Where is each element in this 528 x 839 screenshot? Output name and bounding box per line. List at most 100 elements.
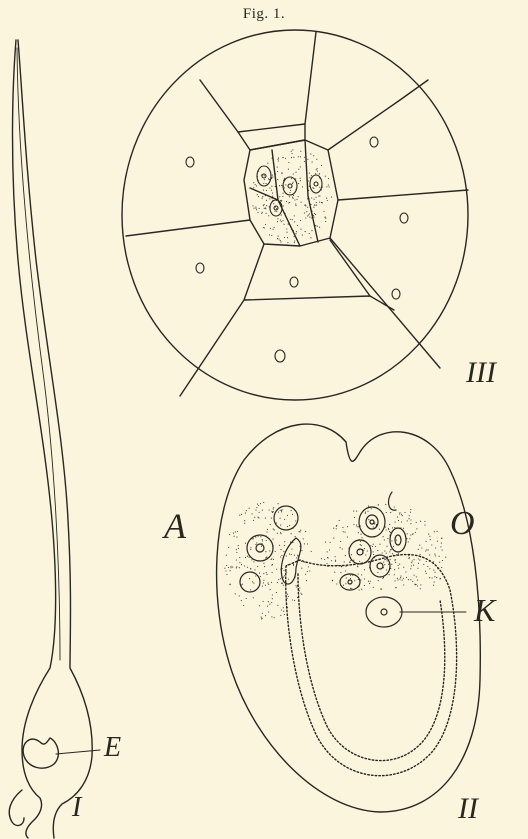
stipple-dot xyxy=(430,539,431,540)
stipple-dot xyxy=(420,554,421,555)
stipple-dot xyxy=(425,550,426,551)
stipple-dot xyxy=(357,526,358,527)
stipple-dot xyxy=(267,163,268,164)
stipple-dot xyxy=(401,521,402,522)
stipple-dot xyxy=(357,566,358,567)
stipple-dot xyxy=(365,512,366,513)
stipple-dot xyxy=(261,618,262,619)
stipple-dot xyxy=(319,202,320,203)
stipple-dot xyxy=(307,215,308,216)
stipple-dot xyxy=(292,514,293,515)
label-e: E xyxy=(104,732,121,764)
stipple-dot xyxy=(412,581,413,582)
stipple-dot xyxy=(387,560,388,561)
stipple-dot xyxy=(275,174,276,175)
stipple-dot xyxy=(364,548,365,549)
stipple-dot xyxy=(285,213,286,214)
stipple-dot xyxy=(241,584,242,585)
stipple-dot xyxy=(311,175,312,176)
stipple-dot xyxy=(256,507,257,508)
stipple-dot xyxy=(265,207,266,208)
stipple-dot xyxy=(322,202,323,203)
panel-1-drawing xyxy=(9,40,100,838)
stipple-dot xyxy=(247,556,248,557)
stipple-dot xyxy=(439,562,440,563)
stipple-dot xyxy=(312,187,313,188)
stipple-dot xyxy=(236,549,237,550)
stipple-dot xyxy=(351,588,352,589)
stipple-dot xyxy=(377,565,378,566)
stipple-dot xyxy=(429,555,430,556)
stipple-dot xyxy=(283,205,284,206)
stipple-dot xyxy=(282,568,283,569)
stipple-dot xyxy=(287,515,288,516)
stipple-dot xyxy=(282,583,283,584)
stipple-dot xyxy=(281,204,282,205)
stipple-dot xyxy=(310,154,311,155)
stipple-dot xyxy=(361,537,362,538)
stipple-dot xyxy=(309,570,310,571)
stipple-dot xyxy=(379,529,380,530)
stipple-dot xyxy=(250,589,251,590)
stipple-dot xyxy=(440,546,441,547)
stipple-dot xyxy=(411,562,412,563)
stipple-dot xyxy=(389,535,390,536)
panel-3-central-nuclei xyxy=(257,166,322,216)
stipple-dot xyxy=(398,520,399,521)
stipple-dot xyxy=(396,554,397,555)
stipple-dot xyxy=(310,209,311,210)
stipple-dot xyxy=(395,562,396,563)
stipple-dot xyxy=(265,551,266,552)
stipple-dot xyxy=(236,552,237,553)
stipple-dot xyxy=(255,544,256,545)
stipple-dot xyxy=(301,550,302,551)
stipple-dot xyxy=(409,515,410,516)
panel-3-inner-wall-2 xyxy=(305,140,318,242)
stipple-dot xyxy=(408,518,409,519)
stipple-dot xyxy=(352,575,353,576)
stipple-dot xyxy=(291,510,292,511)
stipple-dot xyxy=(384,539,385,540)
panel-2-outline xyxy=(217,424,481,812)
stipple-dot xyxy=(307,543,308,544)
stipple-dot xyxy=(314,199,315,200)
stipple-dot xyxy=(246,598,247,599)
stipple-dot xyxy=(362,549,363,550)
stipple-dot xyxy=(332,580,333,581)
stipple-dot xyxy=(286,232,287,233)
stipple-dot xyxy=(285,587,286,588)
stipple-dot xyxy=(269,234,270,235)
stipple-dot xyxy=(249,508,250,509)
stipple-dot xyxy=(410,568,411,569)
stipple-dot xyxy=(266,200,267,201)
stipple-dot xyxy=(373,554,374,555)
stipple-dot xyxy=(304,161,305,162)
stipple-dot xyxy=(283,193,284,194)
stipple-dot xyxy=(238,548,239,549)
stipple-dot xyxy=(281,609,282,610)
stipple-dot xyxy=(330,542,331,543)
stipple-dot xyxy=(383,567,384,568)
stipple-dot xyxy=(331,560,332,561)
stipple-dot xyxy=(326,186,327,187)
stipple-dot xyxy=(399,513,400,514)
stipple-dot xyxy=(278,579,279,580)
stipple-dot xyxy=(312,162,313,163)
stipple-dot xyxy=(389,574,390,575)
stipple-dot xyxy=(304,562,305,563)
stipple-dot xyxy=(263,560,264,561)
stipple-dot xyxy=(420,588,421,589)
stipple-dot xyxy=(226,565,227,566)
stipple-dot xyxy=(414,575,415,576)
stipple-dot xyxy=(307,571,308,572)
stipple-dot xyxy=(428,549,429,550)
stipple-dot xyxy=(431,544,432,545)
stipple-dot xyxy=(269,550,270,551)
stipple-dot xyxy=(253,538,254,539)
stipple-dot xyxy=(314,204,315,205)
stipple-dot xyxy=(363,550,364,551)
stipple-dot xyxy=(424,525,425,526)
stipple-dot xyxy=(383,577,384,578)
stipple-dot xyxy=(335,561,336,562)
stipple-dot xyxy=(294,600,295,601)
